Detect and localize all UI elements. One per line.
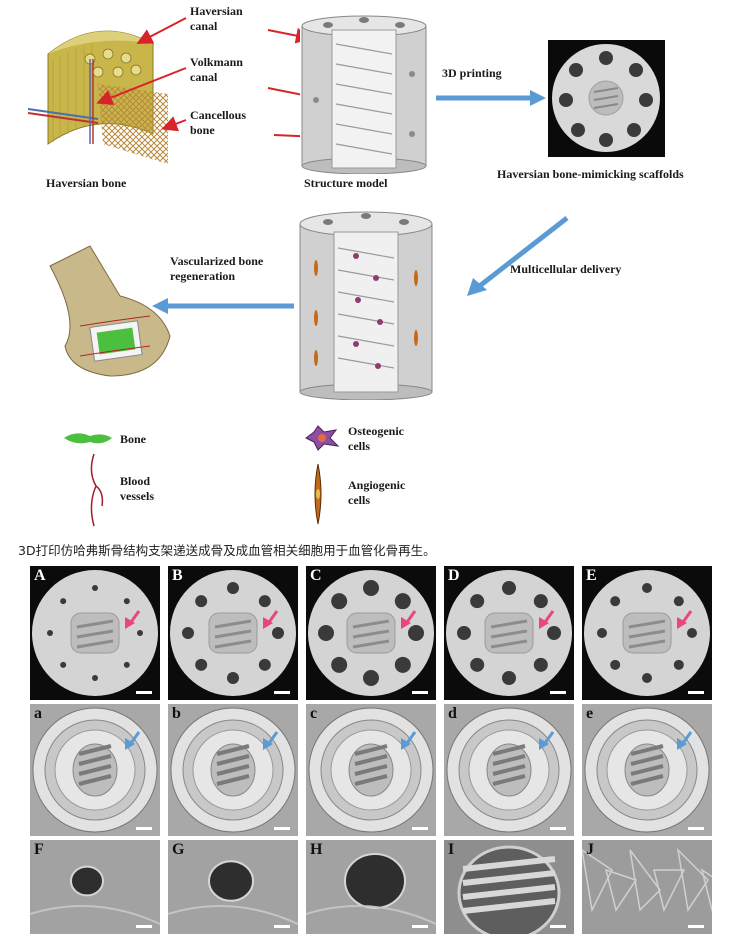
panel-letter: b <box>172 705 181 722</box>
panel-J: J <box>582 840 712 934</box>
panel-A-image <box>32 570 158 696</box>
panel-J-image <box>582 840 712 934</box>
panel-letter: B <box>172 567 183 584</box>
scale-bar <box>136 691 152 694</box>
panel-C: C <box>306 566 436 700</box>
scale-bar <box>274 691 290 694</box>
scale-bar <box>412 691 428 694</box>
panel-C-image <box>308 570 434 696</box>
3d-printing-label: 3D printing <box>442 66 502 80</box>
panel-D: D <box>444 566 574 700</box>
structure-model-label: Structure model <box>304 176 388 190</box>
panel-a-image <box>30 704 160 836</box>
angiogenic-cell-legend-icon <box>314 463 322 525</box>
panel-letter: J <box>586 841 594 858</box>
cell-seeded-cylinder <box>299 211 433 400</box>
scale-bar <box>412 925 428 928</box>
micrograph-grid: A B C <box>30 566 712 938</box>
panel-d: d <box>444 704 574 836</box>
panel-A: A <box>30 566 160 700</box>
scale-bar <box>136 925 152 928</box>
scale-bar <box>550 691 566 694</box>
panel-H-image <box>306 840 436 934</box>
multicellular-delivery-label: Multicellular delivery <box>510 262 622 276</box>
panel-letter: H <box>310 841 323 858</box>
3d-printing-arrow <box>436 90 546 106</box>
panel-I: I <box>444 840 574 934</box>
scale-bar <box>688 925 704 928</box>
panel-letter: A <box>34 567 46 584</box>
regeneration-arrow <box>152 298 294 314</box>
panel-G: G <box>168 840 298 934</box>
panel-letter: I <box>448 841 455 858</box>
blood-vessels-legend-icon <box>90 453 104 527</box>
scaffold-photo <box>548 40 665 157</box>
scale-bar <box>274 827 290 830</box>
panel-letter: G <box>172 841 185 858</box>
scale-bar <box>550 827 566 830</box>
scale-bar <box>688 827 704 830</box>
panel-e: e <box>582 704 712 836</box>
panel-I-image <box>444 840 574 934</box>
regenerated-bone-illustration <box>49 245 171 377</box>
panel-D-image <box>446 570 572 696</box>
label-pointer-arrows <box>96 17 300 138</box>
panel-G-image <box>168 840 298 934</box>
panel-B-image <box>170 570 296 696</box>
panel-B: B <box>168 566 298 700</box>
multicellular-delivery-arrow <box>467 216 569 296</box>
panel-letter: F <box>34 841 44 858</box>
panel-d-image <box>444 704 574 836</box>
scale-bar <box>136 827 152 830</box>
panel-letter: C <box>310 567 322 584</box>
panel-c: c <box>306 704 436 836</box>
panel-letter: e <box>586 705 594 722</box>
panel-e-image <box>582 704 712 836</box>
panel-letter: d <box>448 705 457 722</box>
panel-a: a <box>30 704 160 836</box>
panel-E-image <box>584 570 710 696</box>
bone-legend-label: Bone <box>120 432 147 446</box>
panel-H: H <box>306 840 436 934</box>
panel-F: F <box>30 840 160 934</box>
scale-bar <box>412 827 428 830</box>
panel-b: b <box>168 704 298 836</box>
panel-E: E <box>582 566 712 700</box>
panel-b-image <box>168 704 298 836</box>
panel-letter: E <box>586 567 597 584</box>
panel-c-image <box>306 704 436 836</box>
bone-legend-icon <box>64 433 112 444</box>
figure-caption: 3D打印仿哈弗斯骨结构支架递送成骨及成血管相关细胞用于血管化骨再生。 <box>18 543 436 558</box>
panel-letter: c <box>310 705 318 722</box>
structure-model-cylinder <box>301 15 427 174</box>
panel-letter: a <box>34 705 42 722</box>
scale-bar <box>274 925 290 928</box>
panel-letter: D <box>448 567 460 584</box>
scale-bar <box>550 925 566 928</box>
osteogenic-cell-legend-icon <box>305 425 340 451</box>
scaffolds-label: Haversian bone-mimicking scaffolds <box>497 167 684 181</box>
scale-bar <box>688 691 704 694</box>
haversian-bone-illustration <box>28 30 168 164</box>
panel-F-image <box>30 840 160 934</box>
haversian-bone-label: Haversian bone <box>46 176 127 190</box>
